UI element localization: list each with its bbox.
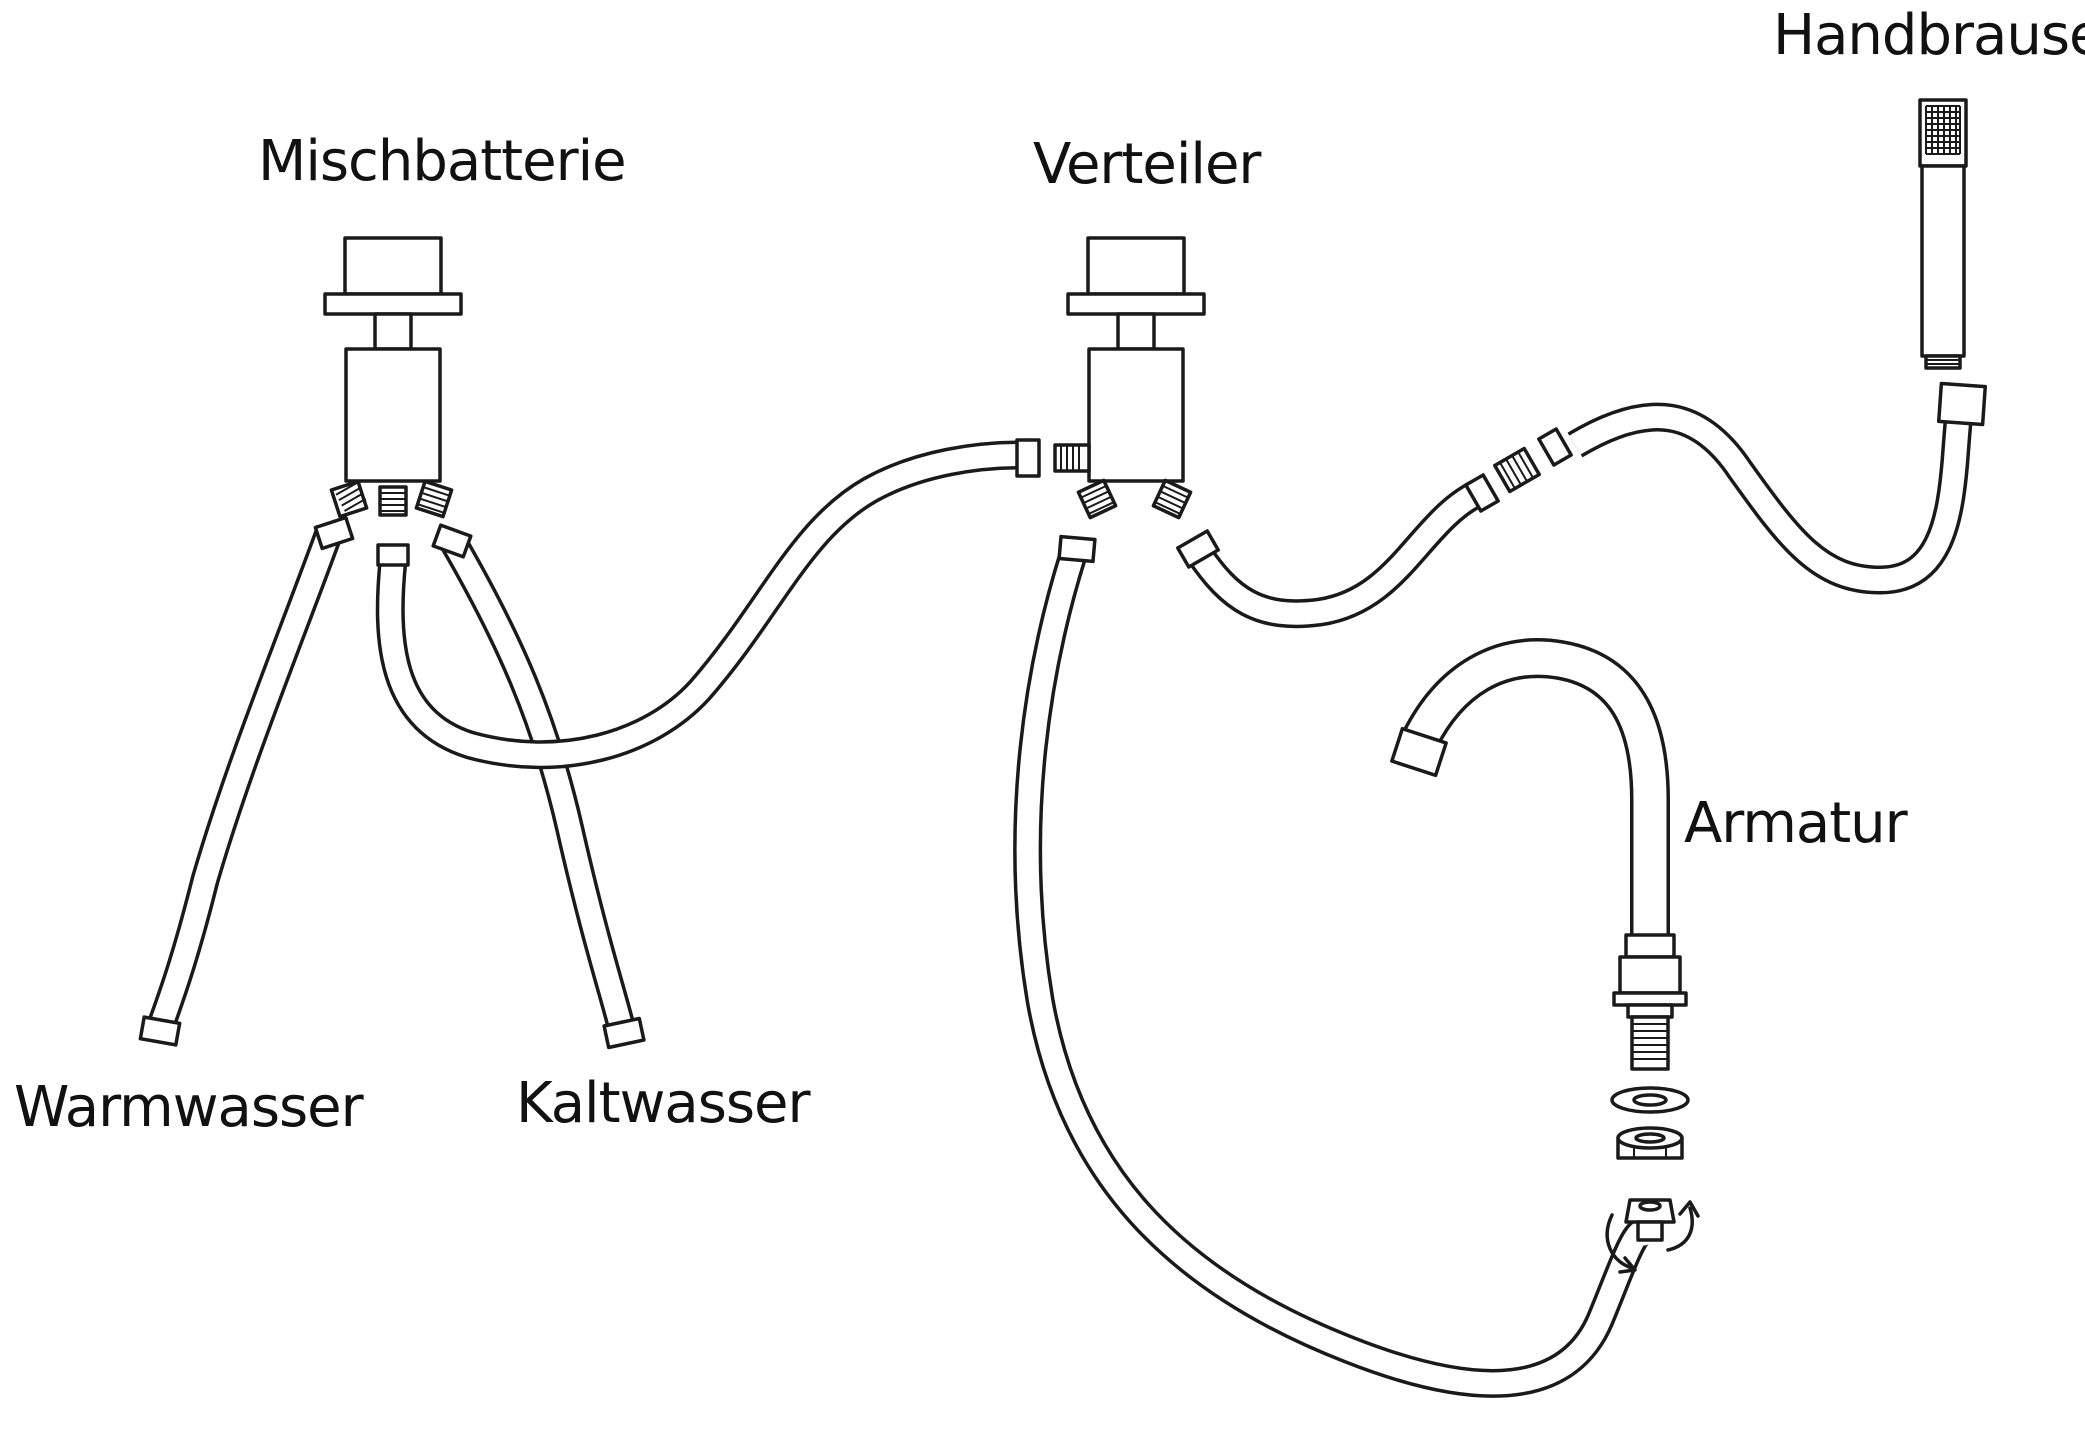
warm-hose-nut-top bbox=[313, 515, 355, 551]
faucet-flange bbox=[1612, 991, 1688, 1007]
mixer-outlet-left bbox=[329, 479, 369, 519]
faucet-hose-nut bbox=[1624, 1198, 1676, 1242]
mixer-label: Mischbatterie bbox=[258, 129, 627, 194]
distributor-stem bbox=[1116, 312, 1156, 351]
distributor-valve bbox=[1053, 236, 1206, 520]
distributor-outlet-right bbox=[1151, 478, 1193, 520]
middle-hose-nut-top bbox=[376, 543, 410, 567]
distributor-left-nut bbox=[1057, 534, 1097, 564]
rotate-arrow-left-head bbox=[1618, 1256, 1637, 1274]
cold-hose-nut-top bbox=[431, 523, 473, 559]
side-inlet-nut bbox=[1015, 438, 1041, 478]
faucet-threaded-shank bbox=[1630, 1015, 1670, 1071]
warm-water-label: Warmwasser bbox=[14, 1075, 364, 1140]
mixer-flange bbox=[323, 292, 463, 316]
mixer-valve bbox=[323, 236, 463, 519]
cold-water-label: Kaltwasser bbox=[516, 1071, 811, 1136]
shower-thread bbox=[1924, 354, 1962, 370]
warm-hose-nut-bottom bbox=[138, 1015, 182, 1047]
mixer-body bbox=[344, 347, 442, 483]
mixer-handle bbox=[343, 236, 443, 296]
faucet-aerator bbox=[1390, 726, 1448, 778]
mixer-stem bbox=[373, 312, 413, 351]
mounting-washer bbox=[1610, 1086, 1690, 1114]
faucet bbox=[1390, 638, 1700, 1274]
mounting-nut bbox=[1616, 1126, 1684, 1160]
distributor-side-inlet bbox=[1053, 443, 1091, 473]
cold-water-hose bbox=[439, 532, 637, 1034]
mixer-outlet-middle bbox=[378, 485, 408, 517]
faucet-base bbox=[1618, 955, 1682, 995]
hand-shower bbox=[1918, 98, 1988, 427]
cold-hose-nut-bottom bbox=[602, 1016, 646, 1050]
distributor-handle bbox=[1086, 236, 1186, 296]
warm-water-hose bbox=[146, 525, 344, 1033]
mixer-outlet-right bbox=[414, 479, 454, 519]
distributor-to-handshower-hose bbox=[1185, 382, 1977, 629]
hose-connector bbox=[1464, 427, 1573, 513]
distributor-to-faucet-hose bbox=[1013, 550, 1664, 1398]
rotate-arrow-right bbox=[1666, 1206, 1694, 1252]
faucet-label: Armatur bbox=[1684, 791, 1908, 856]
distributor-label: Verteiler bbox=[1033, 132, 1261, 197]
faucet-neck bbox=[1626, 1003, 1674, 1019]
mixer-to-distributor-hose bbox=[375, 440, 1021, 770]
shower-handle bbox=[1920, 164, 1966, 358]
distributor-flange bbox=[1066, 292, 1206, 316]
hand-shower-label: Handbrause bbox=[1773, 3, 2085, 68]
rotate-arrow-right-head bbox=[1678, 1200, 1700, 1218]
shower-nozzle-grid bbox=[1925, 105, 1961, 155]
rotate-arrow-left bbox=[1605, 1213, 1634, 1270]
shower-hose-cone bbox=[1936, 381, 1988, 427]
distributor-outlet-left bbox=[1076, 478, 1118, 520]
distributor-right-nut bbox=[1176, 529, 1220, 569]
distributor-body bbox=[1087, 347, 1185, 483]
faucet-collar bbox=[1624, 933, 1676, 959]
